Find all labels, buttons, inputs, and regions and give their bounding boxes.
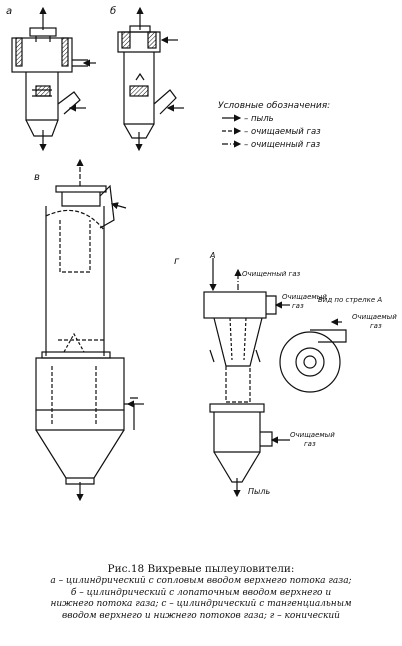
annotation-clean-gas: Очищенный газ	[242, 270, 301, 278]
legend-symbols	[222, 114, 242, 148]
annotation-dirty-gas-bottom-2: газ	[304, 440, 316, 448]
caption-line-3: нижнего потока газа; с – цилиндрический …	[50, 599, 352, 609]
annotation-dust: Пыль	[248, 487, 270, 496]
label-b: б	[110, 5, 116, 17]
annotation-dirty-gas-view-2: газ	[370, 322, 382, 330]
figure-caption: Рис.18 Вихревые пылеуловители: а – цилин…	[0, 563, 402, 622]
diagram-a	[11, 6, 96, 152]
legend-item-dirty-gas: – очищаемый газ	[244, 127, 321, 137]
legend-item-dust: – пыль	[244, 114, 274, 124]
annotation-dirty-gas-top-2: газ	[292, 302, 304, 310]
annotation-dirty-gas-top-1: Очищаемый	[282, 293, 327, 301]
label-g: г	[174, 256, 180, 267]
caption-title: Рис.18 Вихревые пылеуловители:	[107, 563, 295, 575]
label-a: а	[6, 6, 12, 17]
diagram-v	[35, 158, 144, 502]
annotation-view-a: Вид по стрелке А	[318, 296, 382, 304]
caption-line-2: б – цилиндрический с лопаточным вводом в…	[70, 587, 332, 598]
label-arrow-a: А	[209, 251, 215, 260]
label-v: в	[34, 172, 40, 183]
annotation-dirty-gas-view-1: Очищаемый	[352, 313, 397, 321]
caption-line-4: вводом верхнего и нижнего потоков газа; …	[62, 610, 340, 621]
diagram-b	[117, 6, 184, 152]
legend-item-clean-gas: – очищенный газ	[244, 140, 321, 150]
legend-title: Условные обозначения:	[218, 101, 330, 111]
diagram-g	[203, 258, 347, 498]
caption-line-1: а – цилиндрический с сопловым вводом вер…	[50, 576, 352, 586]
annotation-dirty-gas-bottom-1: Очищаемый	[290, 431, 335, 439]
